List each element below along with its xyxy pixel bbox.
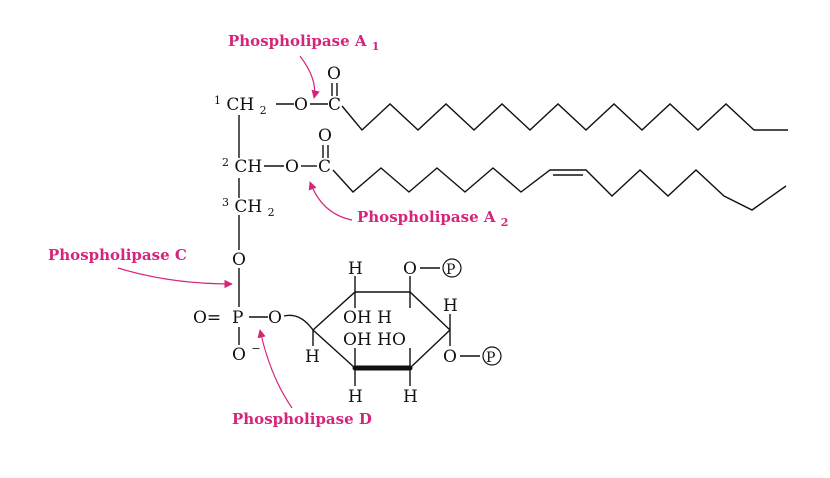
phospholipase-a2-sub: 2 (501, 216, 509, 229)
c1-ch: CH (226, 95, 254, 115)
phosphate-circle-top (442, 258, 462, 278)
phospholipase-a1-label: Phospholipase A 1 (228, 32, 379, 53)
phosphate-double-o: O= (193, 308, 221, 328)
ester2-carbonyl-oxygen: O (318, 126, 332, 146)
c3-subscript: 2 (268, 206, 275, 219)
ring-h-bottom-left: H (348, 387, 363, 407)
c3-ch: CH (234, 197, 262, 217)
ester1-carbon: C (328, 95, 341, 115)
c3-group: 3 CH 2 (222, 191, 275, 219)
ester1-carbonyl-oxygen: O (327, 64, 341, 84)
phosphate-circle-right (482, 346, 502, 366)
phospholipase-c-label: Phospholipase C (48, 246, 187, 264)
ester2-carbon: C (318, 157, 331, 177)
arrow-pla1 (299, 55, 320, 99)
arrow-pld (257, 329, 293, 409)
o-to-ring-bond (283, 314, 314, 331)
ring-h-bottom-right: H (403, 387, 418, 407)
phosphate-inositol-oxygen: O (268, 308, 282, 328)
c2-ch: CH (234, 157, 262, 177)
c1-number: 1 (214, 94, 221, 107)
phosphate-p-right: P (486, 350, 495, 366)
ring-h-left: H (305, 347, 320, 367)
ring-o-top-right: O (403, 259, 417, 279)
arrow-plc (117, 267, 233, 289)
inositol-ring-left-front (312, 329, 356, 369)
ring-o-right: O (443, 347, 457, 367)
phosphate-o-minus: O − (232, 342, 261, 365)
phospholipase-a2-text: Phospholipase A (357, 208, 496, 226)
phospholipase-a1-text: Phospholipase A (228, 32, 367, 50)
ring-oh-ho-row: OH HO (343, 330, 406, 350)
ring-h-right: H (443, 296, 458, 316)
ester1-oxygen: O (294, 95, 308, 115)
ester2-oxygen: O (285, 157, 299, 177)
fatty-acid-chain-2 (332, 167, 787, 211)
c3-number: 3 (222, 196, 229, 209)
o-minus-o: O (232, 345, 246, 365)
c1-group: 1 CH 2 (214, 89, 267, 117)
phospholipase-d-label: Phospholipase D (232, 410, 372, 428)
inositol-ring-right-front (409, 329, 451, 369)
ring-h-top-left: H (348, 259, 363, 279)
phosphate-bridge-oxygen: O (232, 250, 246, 270)
fatty-acid-chain-1 (341, 103, 788, 132)
c2-number: 2 (222, 156, 229, 169)
phosphorus: P (232, 308, 243, 328)
o-minus-charge: − (251, 342, 260, 355)
arrow-pla2 (308, 181, 353, 221)
ring-oh-h-row: OH H (343, 308, 392, 328)
c1-subscript: 2 (260, 104, 267, 117)
c2-group: 2 CH (222, 151, 262, 177)
phosphate-p-top: P (446, 262, 455, 278)
phospholipase-a1-sub: 1 (372, 40, 380, 53)
inositol-ring-back (312, 291, 451, 331)
phospholipase-a2-label: Phospholipase A 2 (357, 208, 508, 229)
